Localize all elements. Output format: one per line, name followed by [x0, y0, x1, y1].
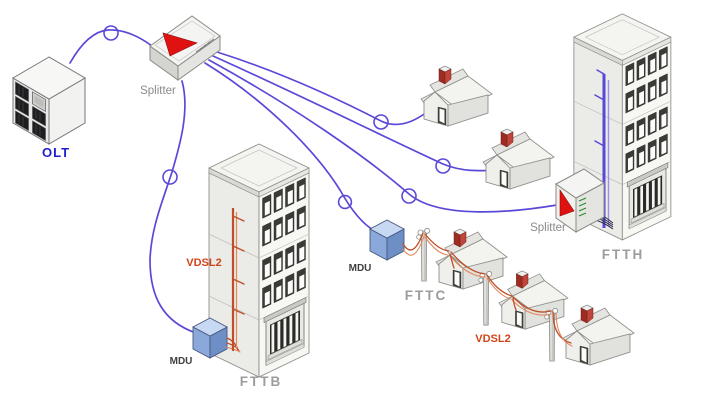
- fttb-mdu-cabinet: [192, 317, 228, 359]
- fttc-label: FTTC: [405, 288, 448, 303]
- house-2: [482, 128, 555, 190]
- splitter-ftth-label: Splitter: [530, 222, 566, 234]
- fttb-label: FTTB: [240, 374, 283, 389]
- fttc-mdu-cabinet: [369, 219, 405, 261]
- olt-label: OLT: [42, 145, 70, 160]
- fiber-slack-loop: [103, 25, 119, 41]
- fiber-slack-loop: [435, 158, 451, 174]
- splitter-top-label: Splitter: [140, 85, 176, 97]
- ftth-label: FTTH: [602, 247, 645, 262]
- fiber-slack-loop: [162, 169, 178, 185]
- fiber-splitter-to-fttb-mdu: [149, 80, 197, 334]
- fiber-slack-loop: [337, 194, 353, 210]
- fttb-vdsl2-label: VDSL2: [186, 257, 221, 269]
- fttc-house-2: [498, 270, 569, 330]
- fiber-splitter-to-house-1: [216, 51, 435, 126]
- ftth-site: [555, 13, 672, 241]
- olt-node: [12, 56, 86, 145]
- fiber-slack-loop: [401, 188, 417, 204]
- splitter-ftth-node: [555, 168, 614, 233]
- fiber-splitter-to-fttc-mdu: [204, 62, 376, 232]
- fiber-olt-to-splitter: [69, 29, 153, 64]
- splitter-top-node: [149, 15, 221, 81]
- fttb-vdsl2-riser: [225, 208, 245, 353]
- fttc-house-3: [562, 304, 635, 366]
- fttc-vdsl2-drops: [402, 232, 573, 347]
- splitter-arrow-icon: [162, 32, 198, 57]
- fiber-links: [69, 25, 558, 334]
- splitter-arrow-icon: [559, 189, 575, 217]
- fttb-site: [192, 143, 310, 378]
- fttc-mdu-label: MDU: [349, 263, 372, 274]
- fttc-house-1: [435, 228, 508, 290]
- fttb-mdu-label: MDU: [170, 356, 193, 367]
- utility-pole-1: [416, 227, 431, 282]
- house-1: [420, 65, 493, 127]
- fttc-site: [369, 219, 635, 366]
- fiber-splitter-to-house-2: [212, 55, 499, 172]
- fttc-vdsl2-label: VDSL2: [475, 333, 510, 345]
- olt-front-panel: [15, 81, 46, 142]
- fiber-slack-loop: [373, 114, 389, 130]
